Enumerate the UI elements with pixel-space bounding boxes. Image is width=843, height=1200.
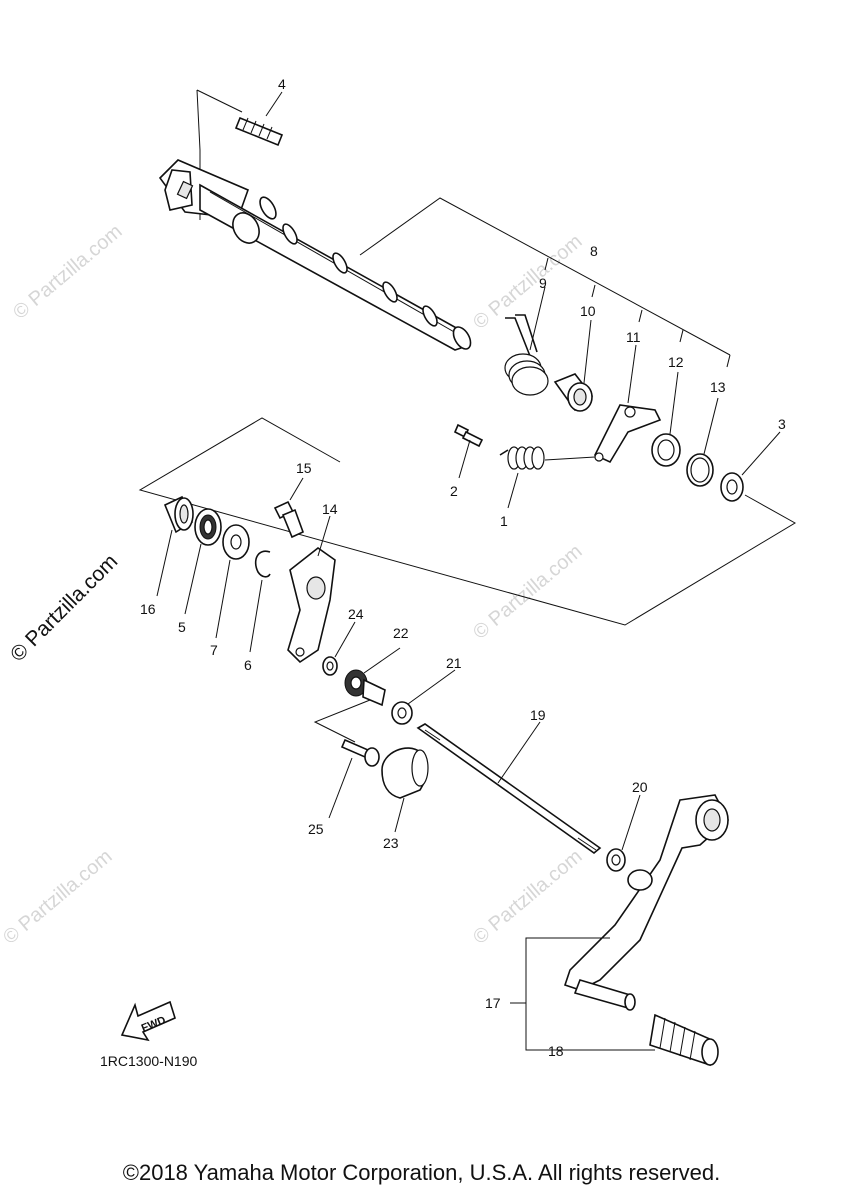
part-5-oil-seal — [184, 508, 222, 615]
callout-24: 24 — [348, 606, 364, 622]
part-9-spring — [504, 286, 549, 396]
callout-19: 19 — [530, 707, 546, 723]
watermark-5: © Partzilla.com — [469, 845, 586, 948]
part-3-washer — [720, 431, 781, 502]
callout-10: 10 — [580, 303, 596, 319]
shift-shaft — [158, 159, 472, 351]
callout-1: 1 — [500, 513, 508, 529]
part-19-rod — [416, 721, 602, 855]
part-25-bolt — [328, 738, 380, 819]
callout-8: 8 — [590, 243, 598, 259]
part-4-stud — [234, 91, 284, 147]
part-15-bolt — [273, 477, 305, 539]
callout-6: 6 — [244, 657, 252, 673]
part-1-spring — [499, 446, 596, 509]
callout-22: 22 — [393, 625, 409, 641]
part-7-washer — [215, 524, 250, 639]
part-18-rubber — [575, 1013, 719, 1067]
part-11-lever — [593, 344, 662, 464]
drawing-code: 1RC1300-N190 — [100, 1053, 198, 1069]
callout-17: 17 — [485, 995, 501, 1011]
callout-21: 21 — [446, 655, 462, 671]
part-16-bearing — [156, 495, 194, 597]
watermark-4: © Partzilla.com — [0, 845, 116, 948]
callout-labels: 1 2 3 4 5 6 7 8 9 10 11 12 13 14 15 16 1… — [140, 76, 786, 1059]
callout-25: 25 — [308, 821, 324, 837]
part-17-pedal — [510, 794, 729, 1051]
callout-23: 23 — [383, 835, 399, 851]
part-6-circlip — [249, 550, 271, 653]
callout-20: 20 — [632, 779, 648, 795]
part-22-joint — [344, 647, 401, 707]
part-23-boot — [381, 747, 429, 833]
callout-12: 12 — [668, 354, 684, 370]
callout-18: 18 — [548, 1043, 564, 1059]
callout-14: 14 — [322, 501, 338, 517]
part-21-nut — [391, 669, 456, 725]
watermark-1: © Partzilla.com — [9, 220, 126, 323]
callout-5: 5 — [178, 619, 186, 635]
watermark-3: © Partzilla.com — [469, 540, 586, 643]
part-2-bolt — [453, 423, 484, 479]
part-12-washer — [651, 371, 681, 467]
part-24-washer — [322, 621, 356, 676]
joint-leader — [313, 699, 371, 743]
parts-diagram: © Partzilla.com © Partzilla.com © Partzi… — [0, 76, 796, 1067]
fwd-arrow-icon: FWD — [120, 1000, 176, 1042]
callout-11: 11 — [626, 329, 641, 345]
callout-16: 16 — [140, 601, 156, 617]
part-20-nut — [606, 794, 641, 872]
part-14-shift-arm — [287, 515, 336, 664]
copyright-notice: ©2018 Yamaha Motor Corporation, U.S.A. A… — [122, 1160, 721, 1185]
callout-2: 2 — [450, 483, 458, 499]
part-10-collar — [553, 319, 594, 412]
callout-15: 15 — [296, 460, 312, 476]
callout-3: 3 — [778, 416, 786, 432]
callout-4: 4 — [278, 76, 286, 92]
callout-13: 13 — [710, 379, 726, 395]
part-13-circlip — [686, 397, 719, 487]
callout-7: 7 — [210, 642, 218, 658]
callout-9: 9 — [539, 275, 547, 291]
